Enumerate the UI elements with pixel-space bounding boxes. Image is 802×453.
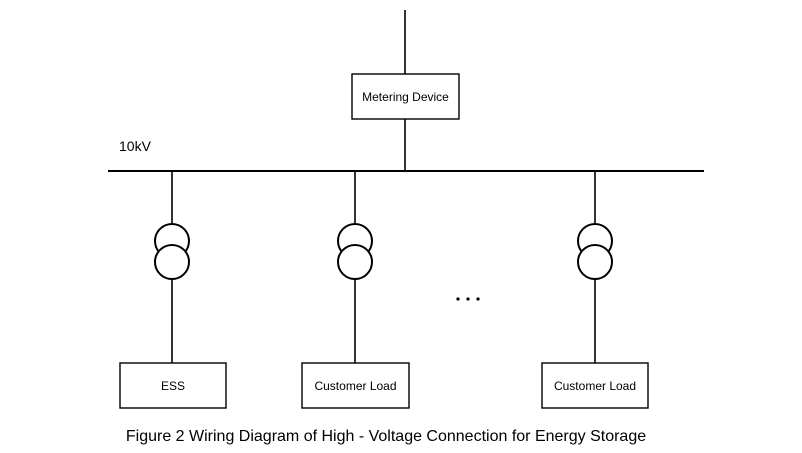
customer-load-label: Customer Load [314, 379, 396, 393]
feeder-customer-load-2: Customer Load [541, 171, 649, 409]
ess-box [119, 362, 227, 409]
transformer-lower-coil [577, 244, 613, 280]
ellipsis-dot [466, 297, 470, 301]
ellipsis-dot [476, 297, 480, 301]
figure-caption: Figure 2 Wiring Diagram of High - Voltag… [125, 428, 647, 445]
transformer-lower-coil [154, 244, 190, 280]
ellipsis-dot [456, 297, 460, 301]
customer-load-box [541, 362, 649, 409]
customer-load-label: Customer Load [554, 379, 636, 393]
metering-device-label: Metering Device [362, 90, 449, 104]
bus-voltage-label: 10kV [119, 138, 152, 154]
transformer-lower-coil [337, 244, 373, 280]
ess-label: ESS [161, 379, 185, 393]
feeder-ess: ESS [119, 171, 227, 409]
continuation-ellipsis [456, 297, 480, 301]
feeder-customer-load-1: Customer Load [301, 171, 410, 409]
customer-load-box [301, 362, 410, 409]
